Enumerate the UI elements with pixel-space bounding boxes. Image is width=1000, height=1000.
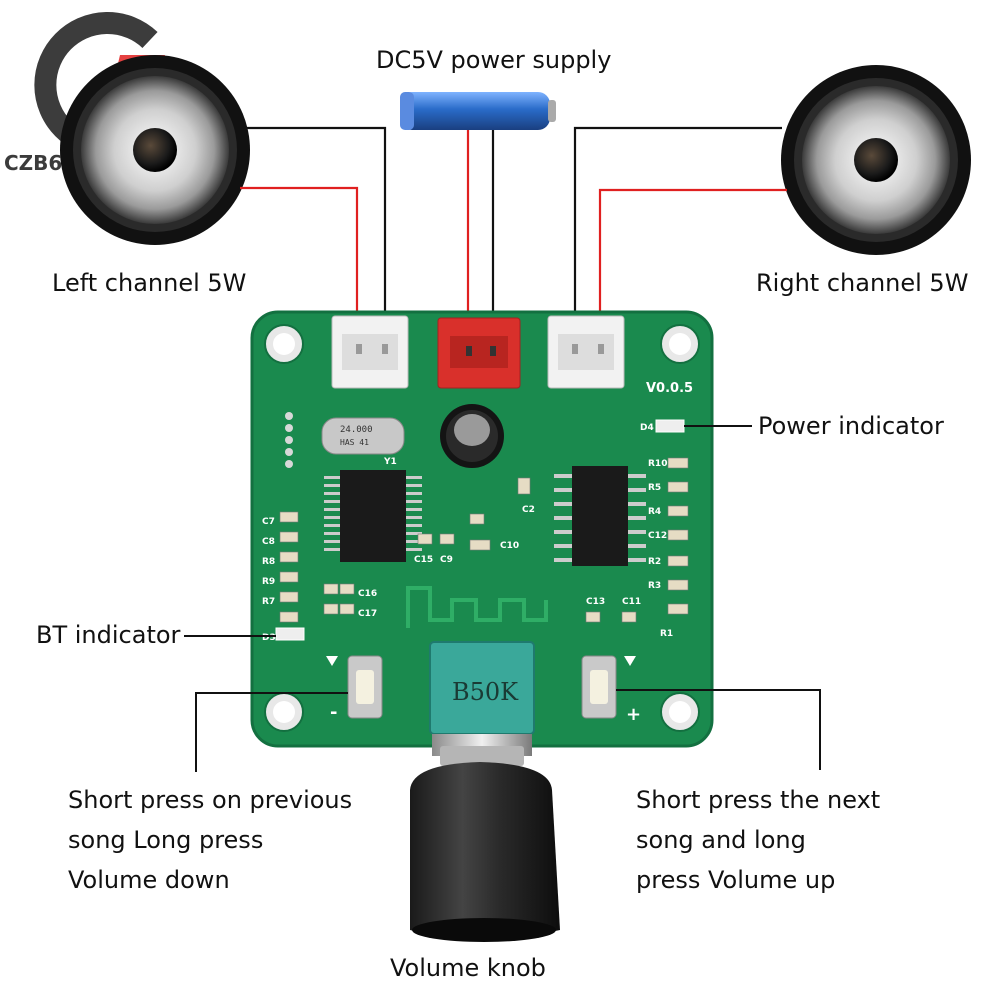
svg-text:C15: C15 — [414, 555, 433, 565]
svg-text:C2: C2 — [522, 505, 535, 515]
battery — [400, 92, 556, 130]
svg-text:-: - — [330, 702, 337, 723]
power-led — [655, 419, 685, 433]
svg-text:R8: R8 — [262, 557, 275, 567]
svg-text:Y1: Y1 — [383, 457, 397, 467]
pcb-board: V0.0.5 24.000 HAS 41 Y1 — [250, 310, 714, 748]
board-version: V0.0.5 — [646, 381, 693, 396]
svg-text:C13: C13 — [586, 597, 605, 607]
left-channel-label: Left channel 5W — [52, 269, 247, 297]
svg-text:R1: R1 — [660, 629, 673, 639]
bluetooth-antenna — [406, 586, 548, 628]
ic-chip-right — [554, 466, 646, 566]
volume-knob[interactable] — [410, 734, 560, 942]
svg-text:C9: C9 — [440, 555, 453, 565]
svg-text:C10: C10 — [500, 541, 519, 551]
svg-text:R3: R3 — [648, 581, 661, 591]
svg-text:B50K: B50K — [452, 678, 519, 706]
svg-text:R2: R2 — [648, 557, 661, 567]
svg-text:C11: C11 — [622, 597, 641, 607]
svg-text:+: + — [626, 704, 641, 725]
bt-indicator-label: BT indicator — [36, 621, 181, 649]
wires — [240, 126, 787, 330]
prev-button-label: Short press on previous song Long press … — [68, 786, 353, 894]
left-speaker — [60, 55, 250, 245]
svg-text:D3: D3 — [262, 633, 276, 643]
svg-text:R10: R10 — [648, 459, 667, 469]
svg-text:R9: R9 — [262, 577, 275, 587]
next-button-label: Short press the next song and long press… — [636, 786, 881, 894]
crystal-oscillator — [321, 417, 405, 455]
svg-text:C16: C16 — [358, 589, 377, 599]
svg-text:D4: D4 — [640, 423, 654, 433]
bt-led — [275, 627, 305, 641]
svg-text:C17: C17 — [358, 609, 377, 619]
ic-chip-left — [324, 470, 422, 562]
svg-text:R5: R5 — [648, 483, 661, 493]
svg-text:24.000: 24.000 — [340, 425, 373, 435]
power-supply-label: DC5V power supply — [376, 46, 612, 74]
svg-text:R7: R7 — [262, 597, 275, 607]
right-channel-label: Right channel 5W — [756, 269, 969, 297]
power-indicator-label: Power indicator — [758, 412, 944, 440]
callout-lines — [184, 425, 821, 772]
prev-button[interactable] — [347, 655, 383, 719]
volume-knob-label: Volume knob — [390, 954, 546, 982]
potentiometer: B50K — [429, 641, 535, 735]
svg-text:R4: R4 — [648, 507, 661, 517]
right-speaker — [781, 65, 971, 255]
svg-text:HAS 41: HAS 41 — [340, 438, 369, 447]
next-button[interactable] — [581, 655, 617, 719]
svg-text:C12: C12 — [648, 531, 667, 541]
svg-text:C8: C8 — [262, 537, 275, 547]
svg-text:C7: C7 — [262, 517, 275, 527]
